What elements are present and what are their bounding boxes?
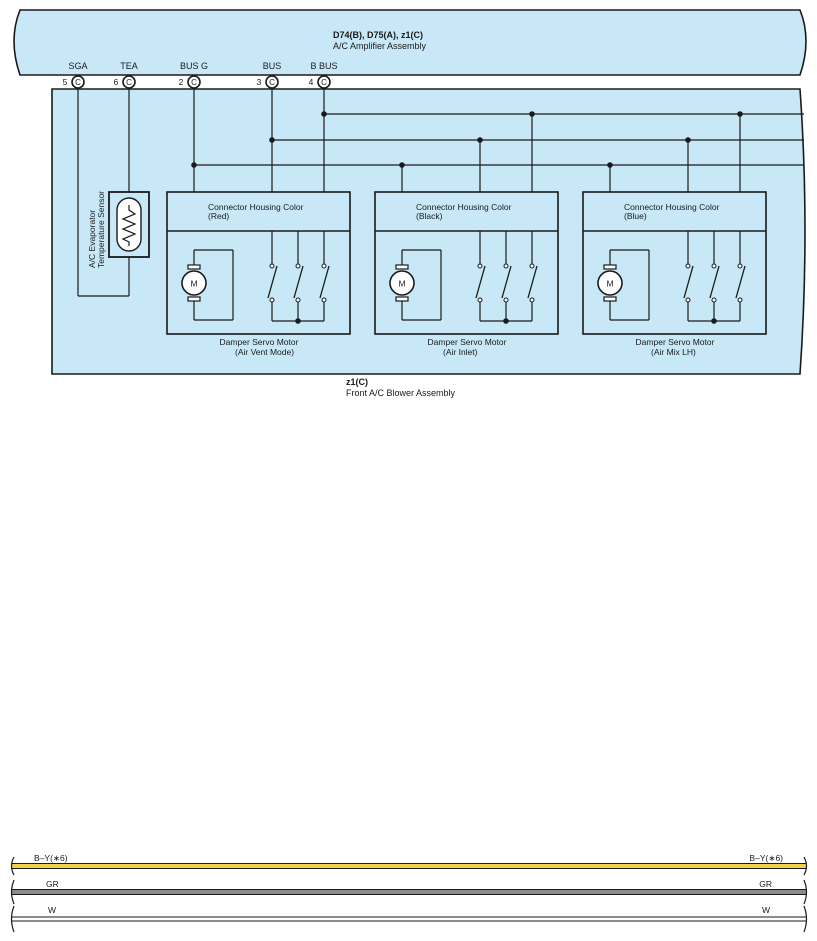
svg-text:5: 5: [63, 77, 68, 87]
motor-mode: (Air Vent Mode): [235, 347, 294, 357]
sensor-label-line2: Temperature Sensor: [96, 191, 106, 268]
motor-name: Damper Servo Motor: [220, 337, 299, 347]
amplifier-name: A/C Amplifier Assembly: [333, 41, 427, 51]
svg-text:C: C: [75, 78, 81, 87]
svg-text:B–Y(∗6): B–Y(∗6): [34, 853, 68, 863]
housing-title: Connector Housing Color: [416, 202, 512, 212]
evaporator-temperature-sensor: A/C Evaporator Temperature Sensor: [77, 88, 150, 297]
bus-wiring: [191, 88, 804, 192]
motor-icon: [389, 270, 415, 296]
pin-bus: BUS 3 C: [257, 61, 282, 89]
svg-text:W: W: [48, 905, 56, 915]
servo-motor-air-vent-mode: Connector Housing Color(Red) M Damper Serv…: [166, 191, 351, 357]
harness-row-w: W W: [10, 905, 808, 933]
housing-color: (Black): [416, 211, 443, 221]
svg-text:2: 2: [179, 77, 184, 87]
amplifier-connectors: D74(B), D75(A), z1(C): [333, 30, 423, 40]
svg-text:3: 3: [257, 77, 262, 87]
svg-text:C: C: [269, 78, 275, 87]
sensor-label-line1: A/C Evaporator: [87, 210, 97, 268]
servo-motor-air-inlet: Connector Housing Color(Black) M Damper Se…: [374, 191, 559, 357]
svg-text:TEA: TEA: [120, 61, 138, 71]
svg-text:4: 4: [309, 77, 314, 87]
svg-text:BUS: BUS: [263, 61, 282, 71]
motor-symbol: M: [190, 279, 197, 289]
motor-mode: (Air Inlet): [443, 347, 478, 357]
svg-text:SGA: SGA: [68, 61, 87, 71]
svg-text:C: C: [321, 78, 327, 87]
housing-color: (Red): [208, 211, 229, 221]
svg-text:6: 6: [114, 77, 119, 87]
thermistor-icon: [116, 197, 142, 252]
amplifier-panel: [13, 9, 807, 76]
motor-icon: [597, 270, 623, 296]
svg-text:GR: GR: [759, 879, 772, 889]
motor-mode: (Air Mix LH): [651, 347, 696, 357]
harness-row-by: B–Y(∗6) B–Y(∗6): [10, 853, 808, 876]
harness-row-gr: GR GR: [10, 879, 808, 905]
motor-name: Damper Servo Motor: [428, 337, 507, 347]
svg-text:B–Y(∗6): B–Y(∗6): [749, 853, 783, 863]
motor-name: Damper Servo Motor: [636, 337, 715, 347]
motor-symbol: M: [606, 279, 613, 289]
motor-symbol: M: [398, 279, 405, 289]
motor-icon: [181, 270, 207, 296]
housing-title: Connector Housing Color: [208, 202, 304, 212]
servo-motor-air-mix-lh: Connector Housing Color(Blue) M Damper Ser…: [582, 191, 767, 357]
svg-text:GR: GR: [46, 879, 59, 889]
svg-text:C: C: [191, 78, 197, 87]
svg-text:B BUS: B BUS: [310, 61, 337, 71]
svg-text:C: C: [126, 78, 132, 87]
housing-title: Connector Housing Color: [624, 202, 720, 212]
blower-name: Front A/C Blower Assembly: [346, 388, 456, 398]
housing-color: (Blue): [624, 211, 647, 221]
svg-text:W: W: [762, 905, 770, 915]
svg-text:BUS G: BUS G: [180, 61, 208, 71]
blower-connector: z1(C): [346, 377, 368, 387]
pin-bus-g: BUS G 2 C: [179, 61, 208, 89]
